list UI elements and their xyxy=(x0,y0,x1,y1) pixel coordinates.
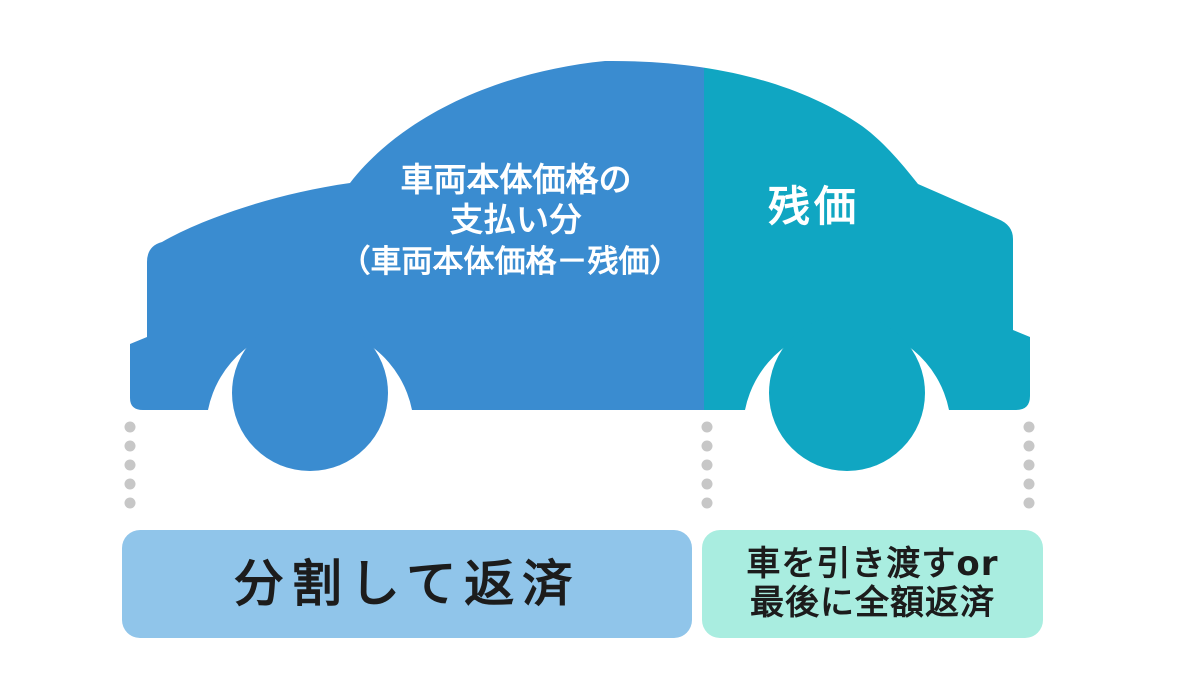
repayment-box-left-label: 分割して返済 xyxy=(233,555,581,613)
dotted-line-right xyxy=(1023,421,1035,509)
repayment-box-right-label-line1: 車を引き渡すor xyxy=(746,544,999,584)
repayment-box-left: 分割して返済 xyxy=(122,530,692,638)
dot xyxy=(1023,440,1035,452)
dot xyxy=(124,497,136,509)
rear-wheel xyxy=(232,315,388,471)
repayment-box-right-label-line2: 最後に全額返済 xyxy=(750,583,995,623)
dot xyxy=(1023,478,1035,490)
dot xyxy=(701,440,713,452)
front-wheel xyxy=(769,315,925,471)
dot xyxy=(124,459,136,471)
car-left-section-label-line2: 支払い分 xyxy=(450,200,582,239)
dotted-line-left xyxy=(124,421,136,509)
dot xyxy=(701,497,713,509)
repayment-box-right: 車を引き渡すor 最後に全額返済 xyxy=(702,530,1043,638)
car-right-section-label: 残価 xyxy=(767,182,860,231)
dotted-line-center xyxy=(701,421,713,509)
car-left-section-label: 車両本体価格の 支払い分 xyxy=(326,160,706,240)
dot xyxy=(1023,421,1035,433)
dot xyxy=(124,478,136,490)
car-left-section-label-line1: 車両本体価格の xyxy=(400,160,632,199)
car-left-section-formula: （車両本体価格－残価） xyxy=(339,244,681,280)
dot xyxy=(701,478,713,490)
dot xyxy=(124,440,136,452)
dot xyxy=(1023,497,1035,509)
dot xyxy=(124,421,136,433)
dot xyxy=(1023,459,1035,471)
dot xyxy=(701,421,713,433)
dot xyxy=(701,459,713,471)
